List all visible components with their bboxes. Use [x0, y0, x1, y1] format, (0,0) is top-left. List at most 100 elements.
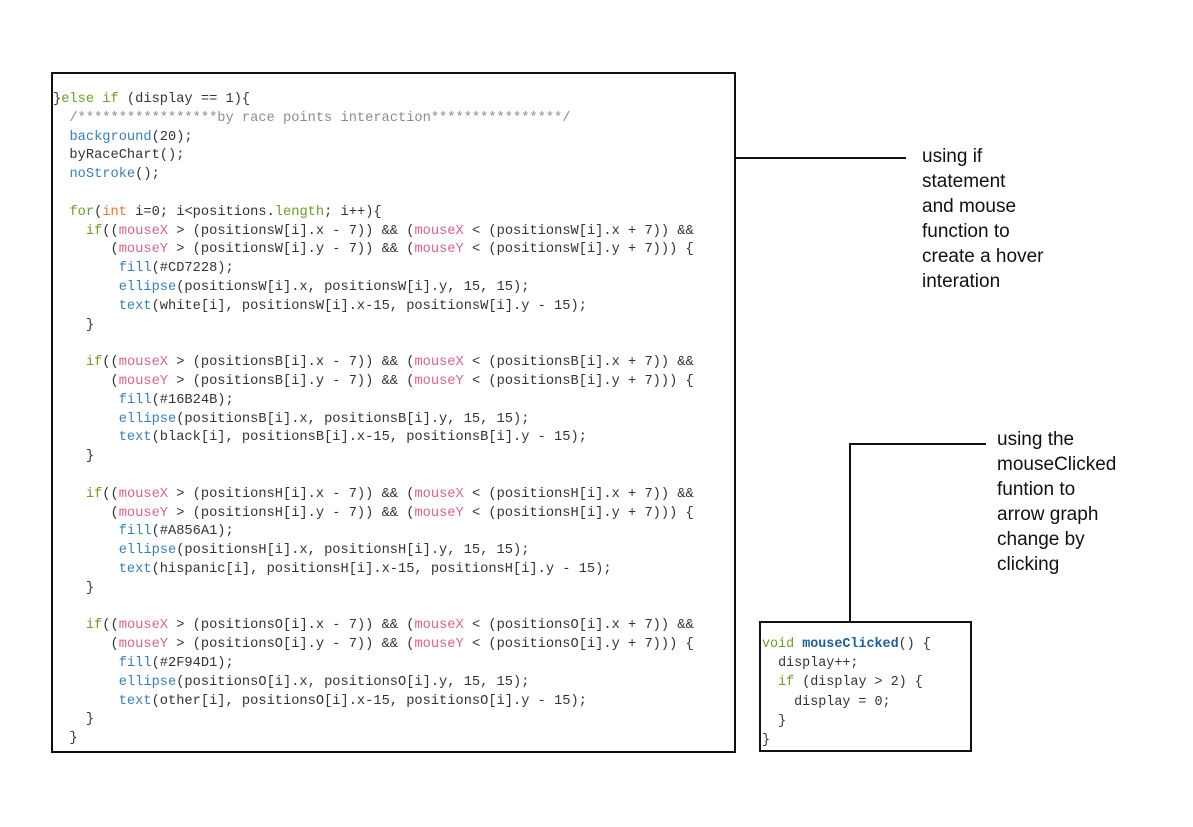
code-line [53, 467, 694, 486]
code-token: } [53, 317, 95, 333]
code-token [53, 393, 119, 408]
code-token: } [762, 713, 787, 729]
code-token: mouseY [118, 242, 169, 258]
code-token: length [274, 204, 325, 220]
code-token [53, 299, 119, 314]
code-token: mouseClicked [802, 637, 899, 652]
code-token: < (positionsO[i].y + 7))) { [463, 637, 694, 653]
code-token: > (positionsW[i].x - 7)) && ( [168, 223, 415, 239]
code-token: < (positionsW[i].x + 7)) && [463, 223, 694, 239]
code-line: (mouseY > (positionsB[i].y - 7)) && (mou… [53, 373, 694, 392]
code-line: fill(#A856A1); [53, 523, 694, 542]
code-token: mouseY [414, 373, 464, 389]
code-token: } [53, 580, 95, 596]
code-token: mouseX [414, 486, 464, 502]
code-token: /*****************by race points interac… [53, 110, 571, 126]
code-line: } [53, 317, 694, 336]
code-token: > (positionsB[i].y - 7)) && ( [168, 373, 415, 389]
click-annotation-connector-vertical [849, 443, 851, 622]
code-token: > (positionsW[i].y - 7)) && ( [168, 242, 415, 258]
code-token: if [85, 618, 103, 634]
code-token: if [778, 675, 795, 691]
code-token [53, 355, 86, 370]
code-token: } [53, 731, 78, 747]
code-token: (display == 1){ [118, 92, 251, 107]
code-token [53, 261, 119, 276]
code-token: < (positionsH[i].x + 7)) && [463, 486, 694, 502]
code-line: } [53, 711, 694, 730]
code-token [53, 694, 119, 709]
mouseclicked-code-block: void mouseClicked() { display++; if (dis… [762, 635, 931, 750]
code-token: for [69, 204, 95, 220]
code-token: (#A856A1); [151, 524, 234, 540]
code-line: } [762, 731, 931, 750]
code-token: mouseX [118, 618, 169, 634]
code-token [53, 524, 119, 539]
code-token: mouseX [414, 618, 464, 634]
code-token: < (positionsH[i].y + 7))) { [463, 505, 694, 521]
code-token: } [53, 712, 95, 728]
code-line: }else if (display == 1){ [53, 91, 694, 110]
code-token: text [118, 693, 152, 709]
code-token: (); [135, 167, 160, 183]
code-line: ellipse(positionsW[i].x, positionsW[i].y… [53, 279, 694, 298]
code-token: void [762, 637, 795, 652]
code-line: } [53, 448, 694, 467]
code-token: ellipse [118, 543, 177, 559]
code-token: (white[i], positionsW[i].x-15, positions… [151, 298, 587, 314]
code-line: for(int i=0; i<positions.length; i++){ [53, 204, 694, 223]
code-token: else if [61, 92, 119, 107]
code-token: byRaceChart(); [53, 148, 185, 164]
code-line: display++; [762, 654, 931, 673]
code-token: (positionsH[i].x, positionsH[i].y, 15, 1… [176, 543, 530, 559]
code-line: (mouseY > (positionsH[i].y - 7)) && (mou… [53, 505, 694, 524]
code-token: (positionsB[i].x, positionsB[i].y, 15, 1… [176, 411, 530, 427]
code-token: < (positionsB[i].x + 7)) && [463, 355, 694, 371]
code-token: mouseX [118, 355, 169, 371]
code-token: (positionsW[i].x, positionsW[i].y, 15, 1… [176, 279, 530, 295]
code-token: > (positionsH[i].y - 7)) && ( [168, 505, 415, 521]
code-token: fill [118, 392, 152, 408]
code-line: if((mouseX > (positionsO[i].x - 7)) && (… [53, 617, 694, 636]
code-token [53, 280, 119, 295]
code-line: if((mouseX > (positionsW[i].x - 7)) && (… [53, 223, 694, 242]
code-token: > (positionsO[i].x - 7)) && ( [168, 618, 415, 634]
code-line: ellipse(positionsH[i].x, positionsH[i].y… [53, 542, 694, 561]
code-token: > (positionsH[i].x - 7)) && ( [168, 486, 415, 502]
code-token [53, 412, 119, 427]
code-token [53, 675, 119, 690]
hover-code-block: }else if (display == 1){ /**************… [53, 91, 694, 749]
code-token: (display > 2) { [794, 675, 923, 691]
code-token: (( [102, 223, 119, 239]
code-token: < (positionsW[i].y + 7))) { [463, 242, 694, 258]
code-token [53, 224, 86, 239]
code-token: > (positionsO[i].y - 7)) && ( [168, 637, 415, 653]
code-token: fill [118, 655, 152, 671]
code-token: < (positionsB[i].y + 7))) { [463, 373, 694, 389]
code-token: (positionsO[i].x, positionsO[i].y, 15, 1… [176, 674, 530, 690]
code-line: byRaceChart(); [53, 147, 694, 166]
code-token: if [85, 486, 103, 502]
code-token [53, 543, 119, 558]
code-line: text(white[i], positionsW[i].x-15, posit… [53, 298, 694, 317]
code-token: fill [118, 524, 152, 540]
code-token: ellipse [118, 674, 177, 690]
code-token: mouseX [414, 223, 464, 239]
click-annotation-connector-horizontal [849, 443, 986, 445]
code-token [53, 562, 119, 577]
code-token: ( [53, 637, 119, 653]
hover-annotation: using if statement and mouse function to… [922, 146, 1044, 292]
code-token: (( [102, 355, 119, 371]
code-token [53, 167, 69, 182]
code-line: (mouseY > (positionsW[i].y - 7)) && (mou… [53, 241, 694, 260]
code-token [53, 205, 69, 220]
code-line: if (display > 2) { [762, 673, 931, 692]
code-line: background(20); [53, 129, 694, 148]
code-line: if((mouseX > (positionsB[i].x - 7)) && (… [53, 354, 694, 373]
code-token: mouseX [118, 223, 169, 239]
code-token [53, 656, 119, 671]
code-line: } [762, 712, 931, 731]
code-token: ellipse [118, 411, 177, 427]
code-token: int [102, 204, 127, 220]
code-token: text [118, 298, 152, 314]
